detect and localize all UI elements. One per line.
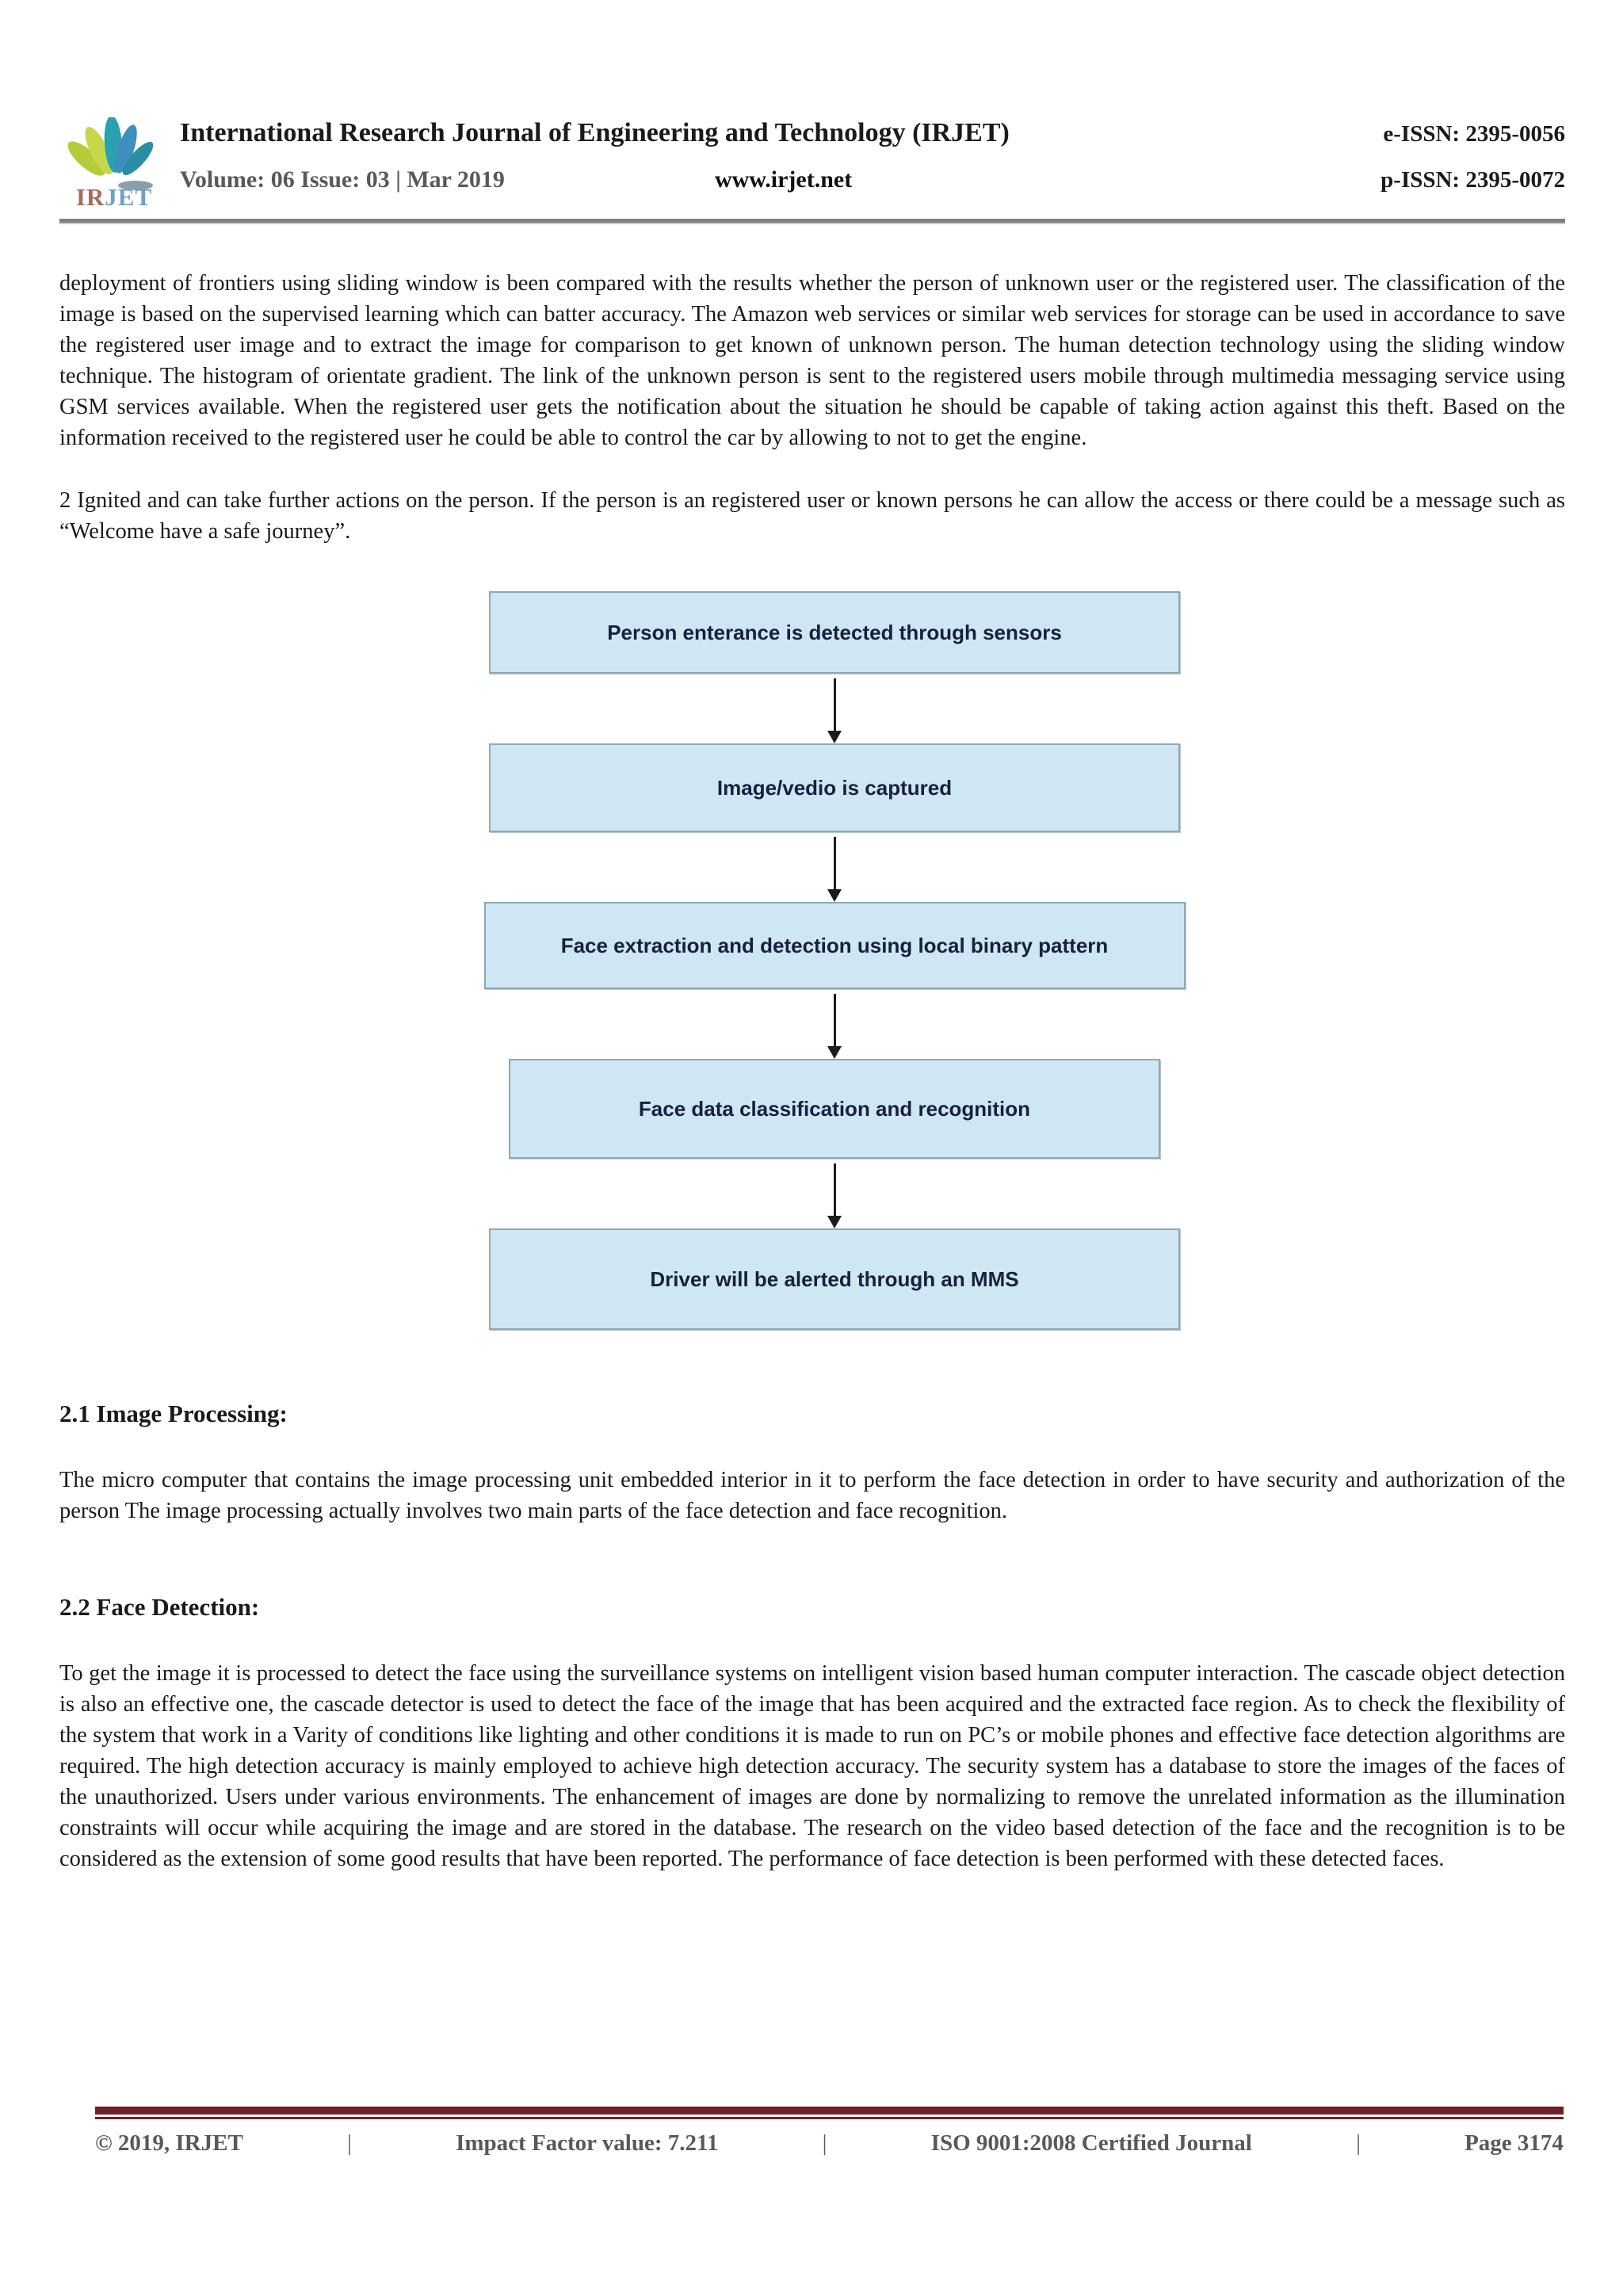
- arrow-down-icon: [827, 1159, 842, 1228]
- flowchart-step-3: Face extraction and detection using loca…: [483, 902, 1186, 989]
- logo-text-jet: JET: [105, 183, 153, 211]
- header-divider: [59, 219, 1565, 224]
- section-2-2-paragraph: To get the image it is processed to dete…: [59, 1661, 1565, 1871]
- p-issn-label: p-ISSN: 2395-0072: [1381, 167, 1565, 193]
- header-row-1: International Research Journal of Engine…: [180, 117, 1565, 149]
- footer-row: © 2019, IRJET | Impact Factor value: 7.2…: [95, 2130, 1564, 2157]
- page-content: deployment of frontiers using sliding wi…: [59, 268, 1565, 1906]
- page-footer: © 2019, IRJET | Impact Factor value: 7.2…: [95, 2107, 1564, 2157]
- page-number-label: Page 3174: [1465, 2130, 1564, 2156]
- footer-separator: |: [1356, 2130, 1361, 2156]
- flowchart-step-1: Person enterance is detected through sen…: [489, 591, 1180, 674]
- arrow-down-icon: [827, 989, 842, 1059]
- section-heading-2-2: 2.2 Face Detection:: [59, 1593, 260, 1621]
- website-label: www.irjet.net: [714, 166, 853, 193]
- journal-header: IRJET International Research Journal of …: [59, 117, 1565, 211]
- journal-title: International Research Journal of Engine…: [180, 118, 1010, 147]
- footer-separator: |: [347, 2130, 352, 2156]
- flowchart-step-5: Driver will be alerted through an MMS: [489, 1228, 1180, 1330]
- footer-divider-thin: [95, 2117, 1564, 2119]
- flowchart-step-2: Image/vedio is captured: [489, 743, 1180, 832]
- flowchart-step-4: Face data classification and recognition: [509, 1059, 1160, 1159]
- section-2-1-paragraph: The micro computer that contains the ima…: [59, 1468, 1565, 1523]
- irjet-leaf-icon: [67, 117, 154, 190]
- flowchart: Person enterance is detected through sen…: [483, 591, 1186, 1330]
- copyright-label: © 2019, IRJET: [95, 2130, 243, 2156]
- impact-factor-label: Impact Factor value: 7.211: [456, 2130, 719, 2156]
- header-text-block: International Research Journal of Engine…: [180, 117, 1565, 193]
- irjet-logo: IRJET: [59, 117, 169, 211]
- volume-issue-label: Volume: 06 Issue: 03 | Mar 2019: [180, 166, 505, 193]
- header-row-2: Volume: 06 Issue: 03 | Mar 2019 www.irje…: [180, 166, 1565, 193]
- footer-separator: |: [822, 2130, 827, 2156]
- footer-divider-thick: [95, 2107, 1564, 2115]
- section-heading-2-1: 2.1 Image Processing:: [59, 1400, 288, 1427]
- arrow-down-icon: [827, 832, 842, 902]
- iso-certification-label: ISO 9001:2008 Certified Journal: [930, 2130, 1252, 2156]
- body-paragraph-2: 2 Ignited and can take further actions o…: [59, 488, 1565, 544]
- e-issn-label: e-ISSN: 2395-0056: [1383, 121, 1565, 147]
- irjet-logo-text: IRJET: [76, 185, 152, 209]
- arrow-down-icon: [827, 674, 842, 743]
- logo-text-ir: IR: [75, 183, 105, 211]
- body-paragraph-1: deployment of frontiers using sliding wi…: [59, 271, 1565, 450]
